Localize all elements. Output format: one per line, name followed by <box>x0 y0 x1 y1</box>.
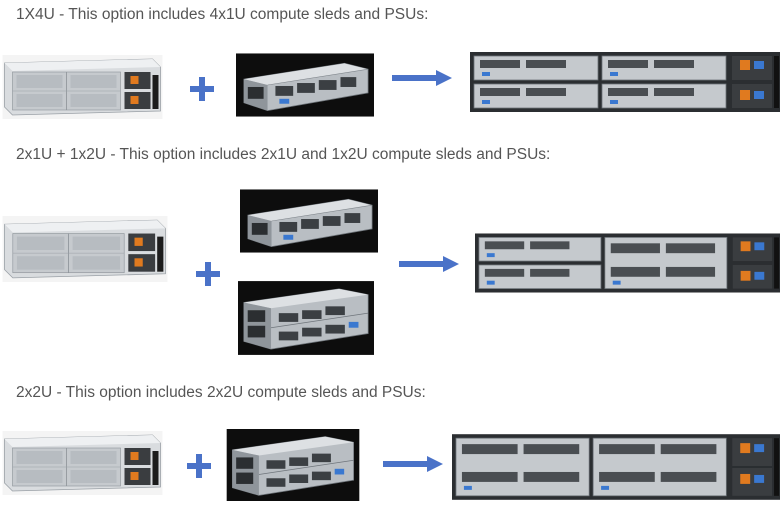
arrow-right-icon <box>383 456 443 472</box>
plus-icon <box>196 262 220 286</box>
plus-icon <box>187 454 211 478</box>
empty-chassis-image <box>0 431 165 495</box>
2u-sled-image <box>238 281 374 355</box>
empty-chassis-image <box>0 55 165 119</box>
section-2-caption: 2x1U + 1x2U - This option includes 2x1U … <box>16 146 551 163</box>
2u-sled-image <box>226 429 360 501</box>
plus-icon <box>190 77 214 101</box>
empty-chassis-image <box>0 216 170 282</box>
1u-sled-image <box>236 53 374 117</box>
section-3-caption: 2x2U - This option includes 2x2U compute… <box>16 384 426 401</box>
populated-chassis-4x1u-image <box>470 52 780 112</box>
1u-sled-image <box>240 188 378 254</box>
populated-chassis-2x1u-1x2u-image <box>475 233 780 293</box>
arrow-right-icon <box>392 70 452 86</box>
arrow-right-icon <box>399 256 459 272</box>
populated-chassis-2x2u-image <box>452 434 780 500</box>
section-1-caption: 1X4U - This option includes 4x1U compute… <box>16 6 429 23</box>
